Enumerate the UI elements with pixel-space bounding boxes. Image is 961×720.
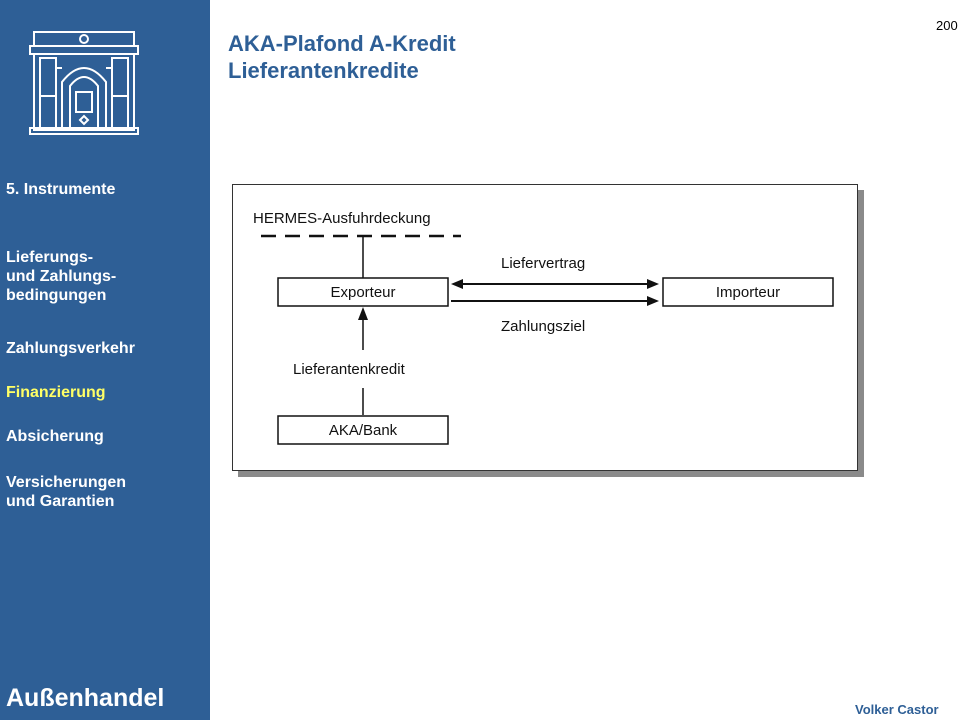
nav-item-versicherungen-garantien[interactable]: Versicherungen und Garantien	[6, 474, 127, 510]
page-title: AKA-Plafond A-Kredit Lieferantenkredite	[228, 30, 456, 84]
nav-item-instrumente[interactable]: 5. Instrumente	[6, 181, 116, 198]
sidebar: 5. Instrumente Lieferungs- und Zahlungs-…	[0, 0, 210, 720]
nav-item-absicherung[interactable]: Absicherung	[6, 428, 104, 445]
exporteur-label: Exporteur	[330, 284, 395, 301]
importeur-box	[662, 277, 834, 307]
page-number: 200	[936, 18, 958, 33]
zahlungsziel-label: Zahlungsziel	[501, 318, 585, 335]
diagram-canvas: HERMES-Ausfuhrdeckung Exporteur Importeu…	[253, 210, 834, 445]
aka-bank-box	[277, 415, 449, 445]
liefervertrag-arrow-left-head	[451, 279, 463, 289]
author-name: Volker Castor	[855, 702, 939, 717]
page-title-line1: AKA-Plafond A-Kredit	[228, 31, 456, 56]
hermes-label: HERMES-Ausfuhrdeckung	[253, 210, 431, 227]
nav-item-finanzierung[interactable]: Finanzierung	[6, 384, 106, 401]
liefervertrag-label: Liefervertrag	[501, 255, 585, 272]
sidebar-footer-title: Außenhandel	[6, 684, 165, 712]
zahlungsziel-arrow-head	[647, 296, 659, 306]
liefervertrag-arrow-right-head	[647, 279, 659, 289]
lieferantenkredit-arrow-head	[358, 307, 368, 320]
lieferantenkredit-label: Lieferantenkredit	[293, 361, 406, 378]
supplier-credit-diagram: HERMES-Ausfuhrdeckung Exporteur Importeu…	[232, 184, 858, 471]
building-logo-icon	[29, 31, 139, 135]
nav-item-lieferungs-zahlungsbedingungen[interactable]: Lieferungs- und Zahlungs- bedingungen	[6, 249, 117, 304]
nav-item-zahlungsverkehr[interactable]: Zahlungsverkehr	[6, 340, 135, 357]
exporteur-box	[277, 277, 449, 307]
aka-bank-label: AKA/Bank	[329, 422, 398, 439]
page-title-line2: Lieferantenkredite	[228, 58, 419, 83]
importeur-label: Importeur	[716, 284, 780, 301]
